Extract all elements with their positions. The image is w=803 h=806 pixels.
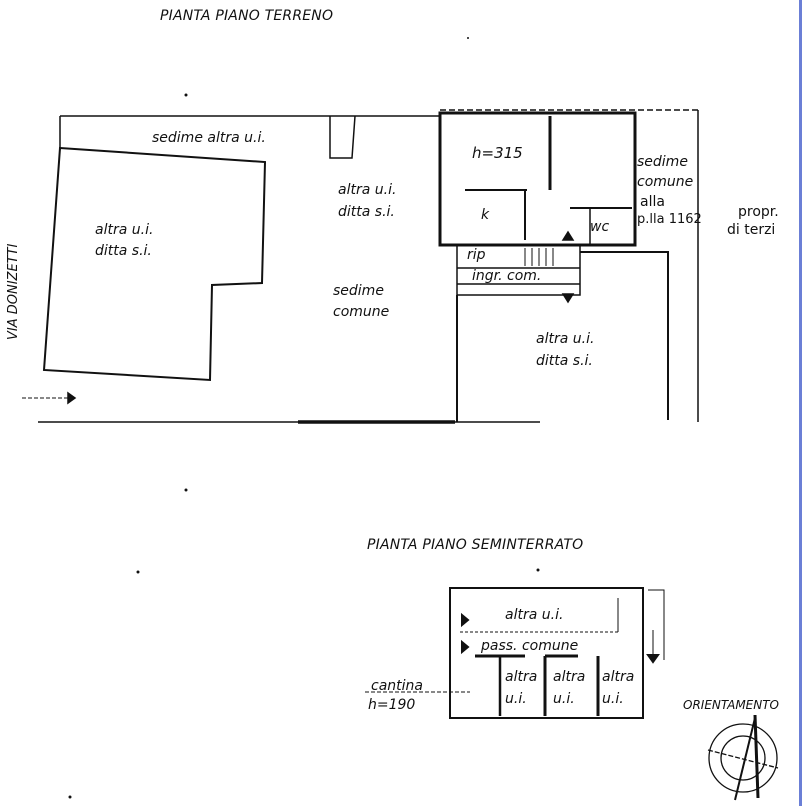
label-rip: rip [467,247,486,263]
label-ditta-lower: ditta s.i. [536,353,593,369]
label-wc: wc [590,219,610,235]
label-ditta-mid: ditta s.i. [338,204,395,220]
label-height-ground: h=315 [472,144,523,162]
label-pass-comune: pass. comune [481,638,579,654]
label-altra-mid: altra u.i. [338,182,397,198]
label-di-terzi: di terzi [727,222,776,238]
scan-specks [68,37,540,799]
label-cellar-1: altra [505,669,538,685]
label-kitchen: k [481,207,490,223]
label-cellar-3b: u.i. [602,691,624,707]
label-alla: alla [640,194,665,210]
label-altra-lower: altra u.i. [536,331,595,347]
orientation-label: ORIENTAMENTO [683,698,780,712]
label-sedime-altra: sedime altra u.i. [152,130,266,146]
label-cellar-1b: u.i. [505,691,527,707]
label-altra-top: altra u.i. [505,607,564,623]
label-comune-right: comune [637,174,694,190]
north-arrow-compass [707,714,779,801]
label-altra-left: altra u.i. [95,222,154,238]
label-ingr-com: ingr. com. [472,268,542,284]
ground-floor-title: PIANTA PIANO TERRENO [160,8,334,24]
label-cellar-3: altra [602,669,635,685]
street-label: VIA DONIZETTI [6,243,21,340]
label-sedime-right: sedime [637,154,688,170]
label-sedime-comune: sedime [333,283,384,299]
label-cellar-2b: u.i. [553,691,575,707]
label-sedime-comune-2: comune [333,304,390,320]
basement-outline [365,587,665,719]
ground-floor-outline [22,109,699,424]
scan-edge-line [799,0,802,806]
label-cantina: cantina [371,678,423,694]
label-plla: p.lla 1162 [637,212,702,227]
label-height-basement: h=190 [368,697,416,713]
label-cellar-2: altra [553,669,586,685]
label-ditta-left: ditta s.i. [95,243,152,259]
basement-title: PIANTA PIANO SEMINTERRATO [367,537,584,553]
label-propr: propr. [738,204,779,220]
